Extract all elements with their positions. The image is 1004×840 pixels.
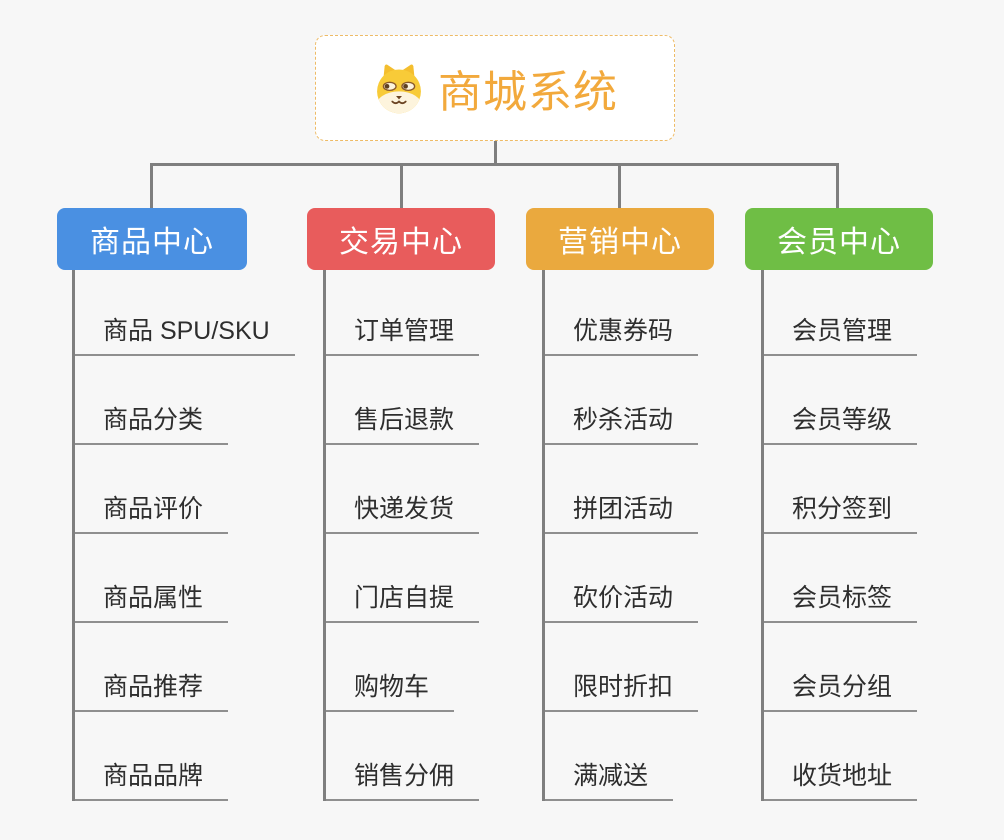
child-topic[interactable]: 销售分佣 (326, 756, 480, 801)
branch-node-marketing-center[interactable]: 营销中心 (526, 208, 714, 270)
child-row: 砍价活动 (545, 534, 699, 623)
child-topic[interactable]: 会员等级 (764, 400, 918, 445)
child-row: 积分签到 (764, 445, 918, 534)
branch-node-product-center[interactable]: 商品中心 (57, 208, 247, 270)
child-topic[interactable]: 售后退款 (326, 400, 480, 445)
child-topic[interactable]: 商品推荐 (75, 667, 229, 712)
child-row: 销售分佣 (326, 712, 480, 801)
child-row: 门店自提 (326, 534, 480, 623)
root-topic[interactable]: 商城系统 (315, 35, 675, 141)
branch-children-trade-center: 订单管理 售后退款 快递发货 门店自提 购物车 销售分佣 (323, 270, 480, 801)
child-topic[interactable]: 快递发货 (326, 489, 480, 534)
child-row: 售后退款 (326, 356, 480, 445)
child-row: 商品 SPU/SKU (75, 270, 295, 356)
child-topic[interactable]: 积分签到 (764, 489, 918, 534)
branch-children-product-center: 商品 SPU/SKU 商品分类 商品评价 商品属性 商品推荐 商品品牌 (72, 270, 295, 801)
connector-stub-product (150, 164, 153, 208)
child-topic[interactable]: 商品分类 (75, 400, 229, 445)
child-row: 商品分类 (75, 356, 295, 445)
child-topic[interactable]: 订单管理 (326, 311, 480, 356)
connector-stub-member (836, 164, 839, 208)
root-topic-title: 商城系统 (438, 68, 618, 117)
branch-node-member-center[interactable]: 会员中心 (745, 208, 933, 270)
child-topic[interactable]: 会员管理 (764, 311, 918, 356)
child-row: 会员标签 (764, 534, 918, 623)
child-row: 快递发货 (326, 445, 480, 534)
child-row: 收货地址 (764, 712, 918, 801)
child-row: 商品评价 (75, 445, 295, 534)
child-topic[interactable]: 购物车 (326, 667, 455, 712)
child-topic[interactable]: 商品属性 (75, 578, 229, 623)
child-row: 会员分组 (764, 623, 918, 712)
branch-children-member-center: 会员管理 会员等级 积分签到 会员标签 会员分组 收货地址 (761, 270, 918, 801)
child-topic[interactable]: 秒杀活动 (545, 400, 699, 445)
branch-children-marketing-center: 优惠券码 秒杀活动 拼团活动 砍价活动 限时折扣 满减送 (542, 270, 699, 801)
connector-stub-trade (400, 164, 403, 208)
child-topic[interactable]: 商品评价 (75, 489, 229, 534)
child-topic[interactable]: 拼团活动 (545, 489, 699, 534)
child-row: 优惠券码 (545, 270, 699, 356)
child-row: 会员等级 (764, 356, 918, 445)
child-topic[interactable]: 优惠券码 (545, 311, 699, 356)
child-row: 拼团活动 (545, 445, 699, 534)
child-row: 购物车 (326, 623, 479, 712)
child-topic[interactable]: 砍价活动 (545, 578, 699, 623)
child-row: 商品品牌 (75, 712, 295, 801)
child-row: 限时折扣 (545, 623, 699, 712)
child-topic[interactable]: 满减送 (545, 756, 674, 801)
child-topic[interactable]: 会员标签 (764, 578, 918, 623)
child-row: 订单管理 (326, 270, 480, 356)
shiba-dog-icon (377, 64, 421, 114)
branch-node-trade-center[interactable]: 交易中心 (307, 208, 495, 270)
connector-root-stub (494, 141, 497, 164)
child-row: 秒杀活动 (545, 356, 699, 445)
child-topic[interactable]: 限时折扣 (545, 667, 699, 712)
child-row: 满减送 (545, 712, 698, 801)
child-topic[interactable]: 门店自提 (326, 578, 480, 623)
connector-horizontal (150, 163, 839, 166)
connector-stub-marketing (618, 164, 621, 208)
child-row: 商品推荐 (75, 623, 295, 712)
child-row: 会员管理 (764, 270, 918, 356)
child-topic[interactable]: 商品 SPU/SKU (75, 311, 295, 356)
child-topic[interactable]: 商品品牌 (75, 756, 229, 801)
child-row: 商品属性 (75, 534, 295, 623)
child-topic[interactable]: 会员分组 (764, 667, 918, 712)
child-topic[interactable]: 收货地址 (764, 756, 918, 801)
